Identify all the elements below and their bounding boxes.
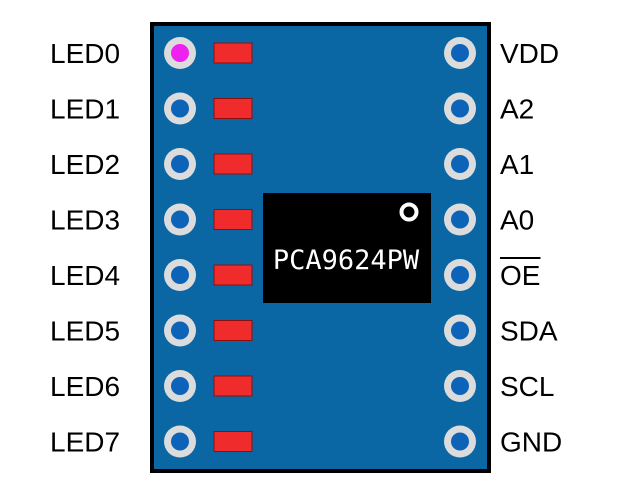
pad-hole <box>171 266 189 284</box>
left-pad-6 <box>164 370 196 402</box>
pad-hole <box>451 432 469 451</box>
pad-hole <box>171 44 189 62</box>
pin-label-led3: LED3 <box>50 205 120 236</box>
left-pad-7 <box>164 425 196 458</box>
ic-chip: PCA9624PW <box>263 193 431 303</box>
left-pad-2 <box>164 148 196 180</box>
pin-label-sda: SDA <box>500 316 558 347</box>
pin-label-led4: LED4 <box>50 260 120 291</box>
left-pad-3 <box>164 203 196 236</box>
pin-label-a2: A2 <box>500 94 534 125</box>
pad-hole <box>171 99 189 118</box>
led-indicator-6 <box>213 375 253 397</box>
led-indicator-7 <box>213 431 253 452</box>
pin-label-scl: SCL <box>500 371 554 402</box>
pin-label-led2: LED2 <box>50 149 120 180</box>
pad-hole <box>171 321 189 340</box>
pin-label-a0: A0 <box>500 205 534 236</box>
led-indicator-0 <box>213 42 253 64</box>
pin-label-oe: OE <box>500 260 540 291</box>
pin-label-led0: LED0 <box>50 38 120 69</box>
pin-label-gnd: GND <box>500 427 562 458</box>
pad-hole <box>171 210 189 229</box>
pad-hole <box>451 99 469 118</box>
pad-hole <box>451 210 469 229</box>
led-indicator-2 <box>213 153 253 175</box>
pin1-marker-icon <box>399 202 419 222</box>
left-pad-1 <box>164 92 196 125</box>
right-pad-7 <box>444 425 476 458</box>
pad-hole <box>451 266 469 284</box>
led-indicator-3 <box>213 209 253 230</box>
right-pad-5 <box>444 314 476 347</box>
pad-hole <box>451 155 469 173</box>
pin-label-vdd: VDD <box>500 38 559 69</box>
pin-label-a1: A1 <box>500 149 534 180</box>
pad-hole <box>451 44 469 62</box>
pin-label-led5: LED5 <box>50 316 120 347</box>
led-indicator-1 <box>213 98 253 119</box>
pin-label-led7: LED7 <box>50 427 120 458</box>
right-pad-6 <box>444 370 476 402</box>
pad-hole <box>171 432 189 451</box>
pad-hole <box>171 155 189 173</box>
pin-label-led6: LED6 <box>50 371 120 402</box>
pad-hole <box>451 377 469 395</box>
left-pad-5 <box>164 314 196 347</box>
pin-label-led1: LED1 <box>50 94 120 125</box>
pad-hole <box>451 321 469 340</box>
right-pad-3 <box>444 203 476 236</box>
led-indicator-5 <box>213 320 253 341</box>
right-pad-0 <box>444 37 476 69</box>
chip-label: PCA9624PW <box>273 245 420 276</box>
led-indicator-4 <box>213 264 253 286</box>
pad-hole <box>171 377 189 395</box>
left-pad-0 <box>164 37 196 69</box>
right-pad-1 <box>444 92 476 125</box>
right-pad-2 <box>444 148 476 180</box>
right-pad-4 <box>444 259 476 291</box>
left-pad-4 <box>164 259 196 291</box>
